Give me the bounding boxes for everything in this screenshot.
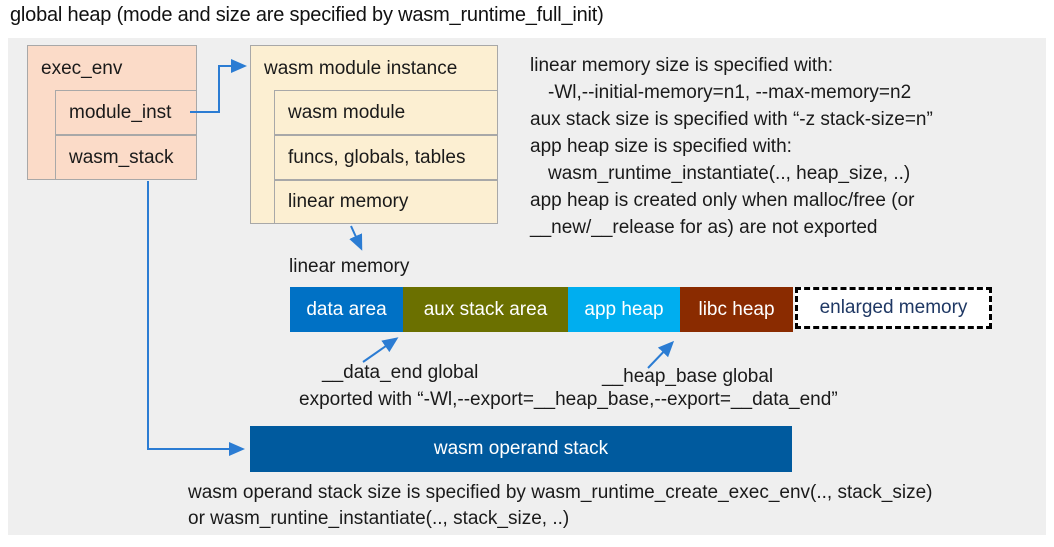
note-line: or wasm_runtine_instantiate(.., stack_si… xyxy=(188,508,570,529)
exec-env-label: exec_env xyxy=(41,57,123,79)
note-line: wasm_runtime_instantiate(.., heap_size, … xyxy=(548,163,911,184)
note-line: app heap is created only when malloc/fre… xyxy=(530,190,915,211)
memory-size-notes: linear memory size is specified with: -W… xyxy=(530,52,1045,241)
page-title: global heap (mode and size are specified… xyxy=(10,4,604,26)
note-line: __new/__release for as) are not exported xyxy=(530,217,878,238)
module-instance-field-linear-memory: linear memory xyxy=(274,180,498,224)
heap-base-global-label: __heap_base global xyxy=(602,366,774,387)
segment-data-area: data area xyxy=(290,287,403,332)
linear-memory-label: linear memory xyxy=(289,256,410,277)
note-line: linear memory size is specified with: xyxy=(530,55,834,76)
segment-libc-heap: libc heap xyxy=(680,287,793,332)
segment-aux-stack-area: aux stack area xyxy=(403,287,568,332)
exec-env-field-module-inst: module_inst xyxy=(55,90,197,135)
module-instance-field-funcs-globals-tables: funcs, globals, tables xyxy=(274,135,498,180)
note-line: wasm operand stack size is specified by … xyxy=(188,482,933,503)
module-instance-field-wasm-module: wasm module xyxy=(274,90,498,135)
module-instance-label: wasm module instance xyxy=(264,57,458,79)
data-end-global-label: __data_end global xyxy=(322,362,479,383)
segment-app-heap: app heap xyxy=(568,287,680,332)
note-line: aux stack size is specified with “-z sta… xyxy=(530,109,933,130)
segment-enlarged-memory: enlarged memory xyxy=(795,287,992,329)
operand-stack-size-notes: wasm operand stack size is specified by … xyxy=(188,480,1048,532)
wasm-operand-stack-bar: wasm operand stack xyxy=(250,426,792,472)
note-line: -Wl,--initial-memory=n1, --max-memory=n2 xyxy=(548,82,912,103)
export-flags-note: exported with “-Wl,--export=__heap_base,… xyxy=(299,389,838,410)
exec-env-field-wasm-stack: wasm_stack xyxy=(55,135,197,180)
note-line: app heap size is specified with: xyxy=(530,136,792,157)
